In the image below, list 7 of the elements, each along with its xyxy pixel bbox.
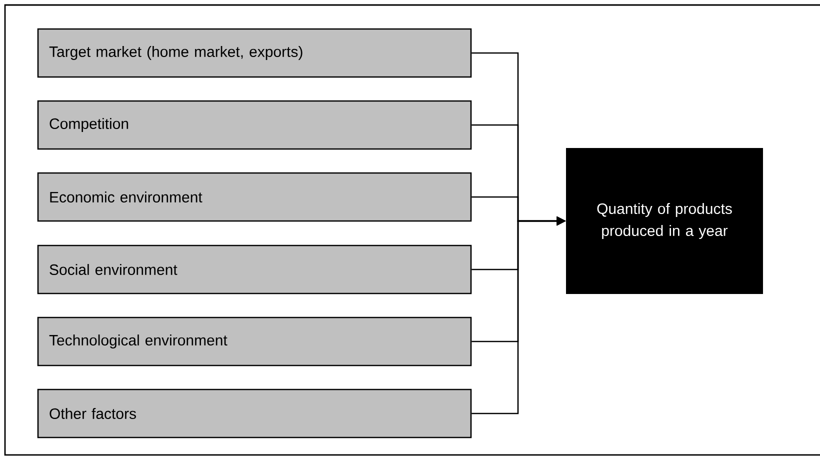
factor-box: Competition (37, 100, 472, 150)
factor-box: Technological environment (37, 316, 472, 366)
factor-box: Economic environment (37, 172, 472, 222)
result-box: Quantity of products produced in a year (566, 148, 763, 294)
factor-box: Social environment (37, 244, 472, 294)
factor-box: Other factors (37, 388, 472, 438)
factor-box: Target market (home market, exports) (37, 28, 472, 78)
